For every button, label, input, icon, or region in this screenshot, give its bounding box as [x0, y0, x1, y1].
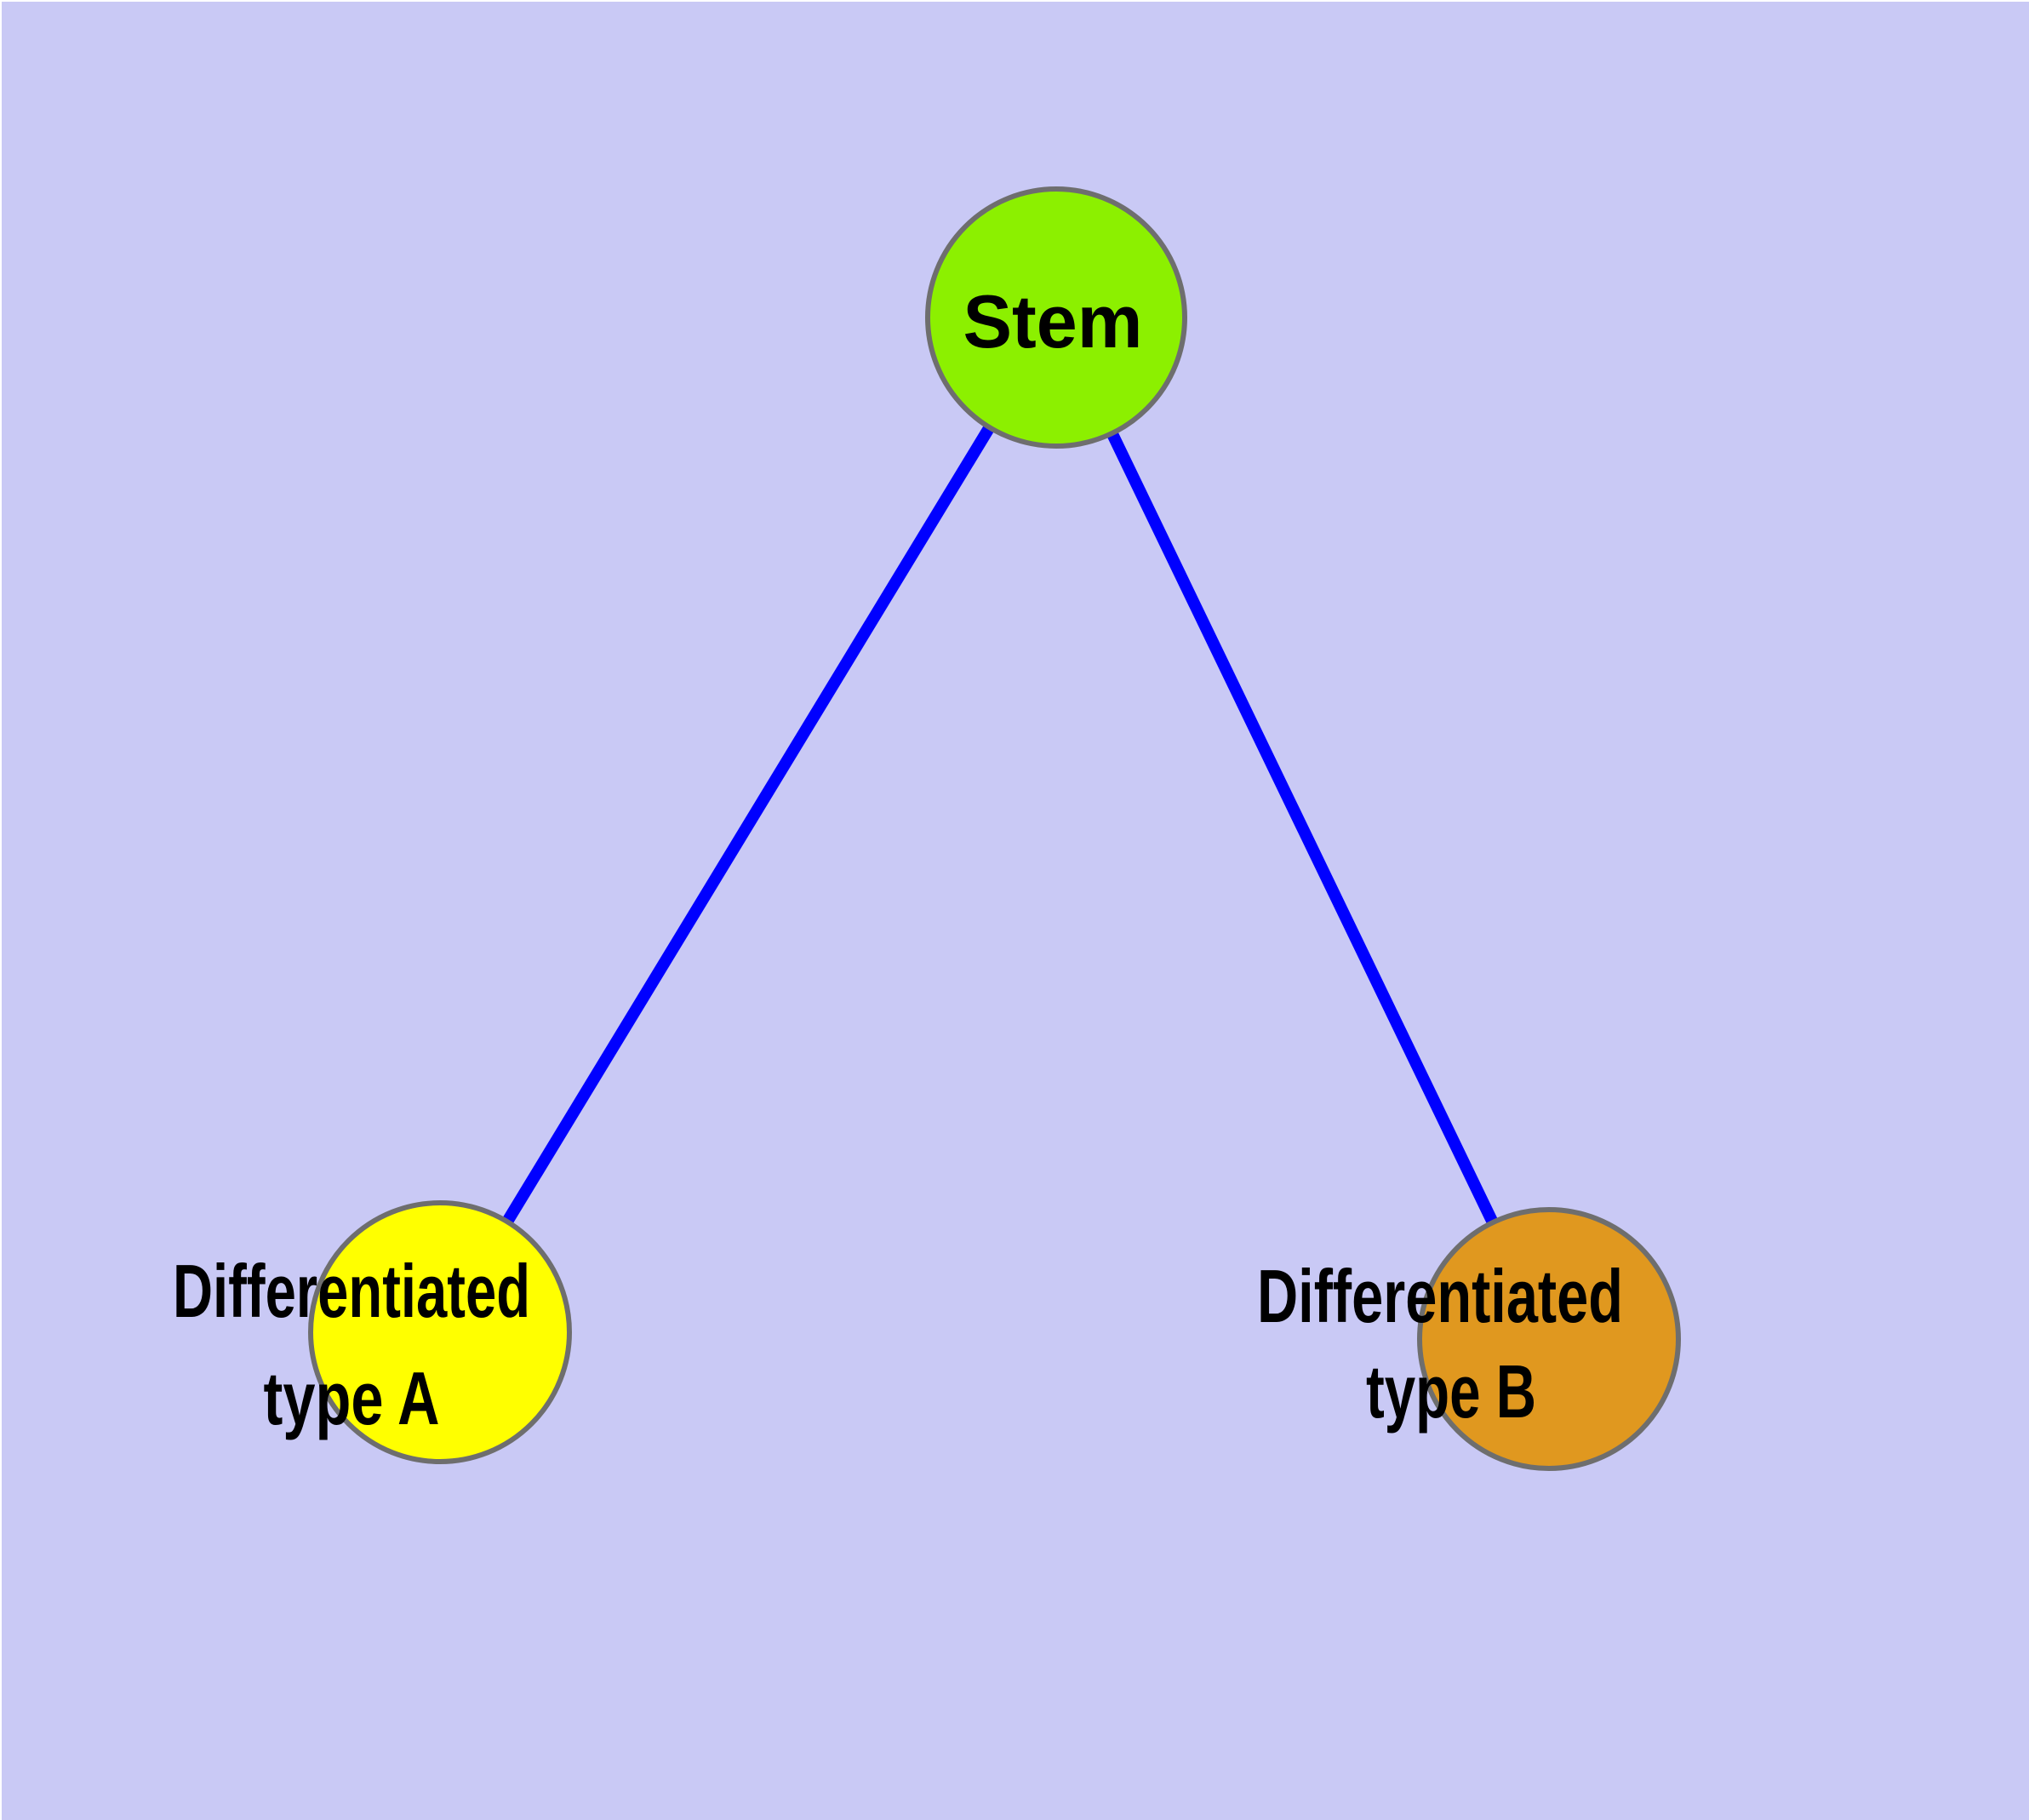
node-stem: Stem [925, 186, 1187, 449]
node-differentiated-type-b: Differentiated type B [1257, 1207, 1681, 1471]
node-type-a-label-line2: type A [264, 1356, 440, 1440]
node-differentiated-type-a: Differentiated type A [173, 1200, 572, 1464]
node-stem-label: Stem [963, 279, 1143, 363]
edges [435, 314, 1555, 1342]
node-type-b-circle [1417, 1207, 1681, 1471]
node-type-a-circle [308, 1200, 572, 1464]
edge-stem-to-type-b [1050, 314, 1555, 1342]
node-type-b-label-line1: Differentiated [1257, 1254, 1623, 1338]
node-stem-circle [925, 186, 1187, 449]
node-type-b-label-line2: type B [1366, 1349, 1536, 1434]
edge-stem-to-type-a [435, 314, 1061, 1336]
node-type-a-label-line1: Differentiated [173, 1249, 530, 1333]
